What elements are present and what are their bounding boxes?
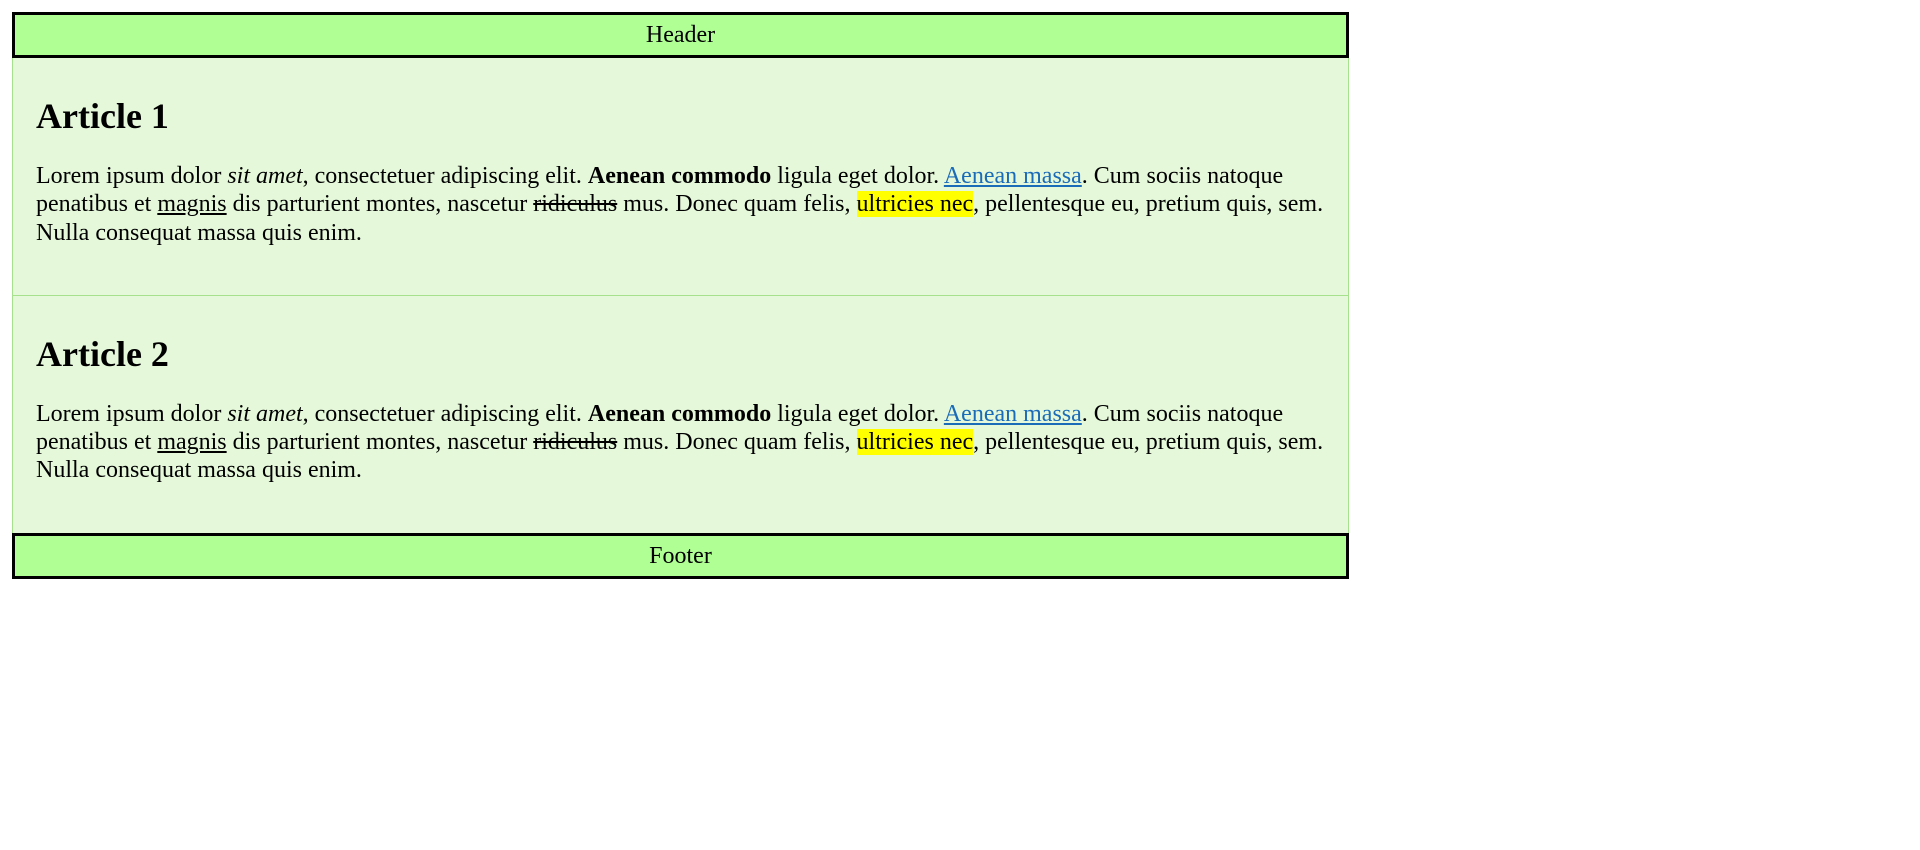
article-title: Article 2	[36, 333, 169, 374]
italic-text: sit amet	[227, 163, 303, 189]
text-run: Lorem ipsum dolor	[36, 400, 228, 427]
text-run: . Cum sociis natoque penatibus et	[36, 400, 1284, 456]
text-run: , pellentesque eu, pretium quis, sem. Nu…	[36, 429, 1324, 484]
text-run: . Cum sociis natoque penatibus et	[36, 163, 1284, 218]
bold-text: Aenean commodo	[587, 163, 772, 189]
article-body: Lorem ipsum dolor sit amet, consectetuer…	[36, 400, 1325, 485]
text-run: mus. Donec quam felis,	[617, 429, 857, 456]
article-body: Lorem ipsum dolor sit amet, consectetuer…	[36, 162, 1325, 247]
text-run: , consectetuer adipiscing elit.	[302, 163, 588, 189]
underlined-text: magnis	[157, 429, 227, 456]
text-run: mus. Donec quam felis,	[617, 191, 857, 218]
strikethrough-text: ridiculus	[533, 429, 618, 456]
header-label: Header	[645, 22, 716, 48]
text-run: , consectetuer adipiscing elit.	[302, 400, 588, 427]
text-run: ligula eget dolor.	[771, 400, 944, 427]
article-title: Article 1	[36, 96, 169, 136]
bold-text: Aenean commodo	[587, 400, 772, 427]
header: Header	[12, 12, 1349, 58]
footer: Footer	[12, 532, 1349, 579]
text-run: , pellentesque eu, pretium quis, sem. Nu…	[36, 191, 1324, 246]
underlined-text: magnis	[157, 191, 227, 218]
article: Article 2 Lorem ipsum dolor sit amet, co…	[12, 294, 1349, 533]
text-run: ligula eget dolor.	[771, 163, 944, 189]
italic-text: sit amet	[227, 400, 303, 427]
text-run: dis parturient montes, nascetur	[226, 191, 534, 218]
article-link[interactable]: Aenean massa	[943, 400, 1082, 427]
highlighted-text: ultricies nec	[856, 429, 974, 456]
footer-label: Footer	[649, 542, 712, 569]
text-run: Lorem ipsum dolor	[36, 163, 228, 189]
article: Article 1 Lorem ipsum dolor sit amet, co…	[12, 58, 1349, 295]
highlighted-text: ultricies nec	[856, 191, 974, 218]
strikethrough-text: ridiculus	[533, 191, 618, 218]
page: Header Article 1 Lorem ipsum dolor sit a…	[12, 12, 1349, 579]
text-run: dis parturient montes, nascetur	[226, 429, 534, 456]
article-link[interactable]: Aenean massa	[943, 163, 1082, 189]
